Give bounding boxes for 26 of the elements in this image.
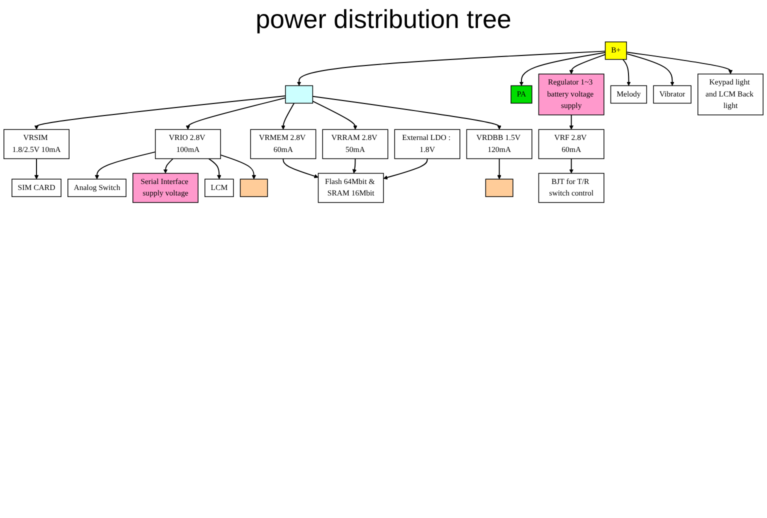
arrow xyxy=(94,151,156,180)
arrow xyxy=(626,53,674,86)
arrow xyxy=(281,102,295,130)
arrow xyxy=(282,158,318,178)
arrow xyxy=(186,97,286,130)
arrow xyxy=(519,52,606,86)
arrow xyxy=(312,96,502,130)
arrow xyxy=(34,95,286,130)
diagram-title: power distribution tree xyxy=(254,4,512,36)
arrow xyxy=(163,158,174,174)
arrow xyxy=(312,100,358,130)
arrow xyxy=(208,158,222,180)
arrow xyxy=(497,158,502,180)
arrow xyxy=(296,50,606,86)
node-box xyxy=(485,178,514,198)
arrow xyxy=(383,158,428,180)
arrow xyxy=(626,52,733,74)
arrow xyxy=(622,58,631,86)
arrow xyxy=(569,114,574,130)
node-box xyxy=(285,85,314,104)
arrow xyxy=(569,54,606,74)
node-box xyxy=(240,178,268,198)
arrow xyxy=(220,154,256,180)
arrow xyxy=(34,158,39,180)
arrow xyxy=(352,158,357,174)
arrow xyxy=(569,158,574,174)
